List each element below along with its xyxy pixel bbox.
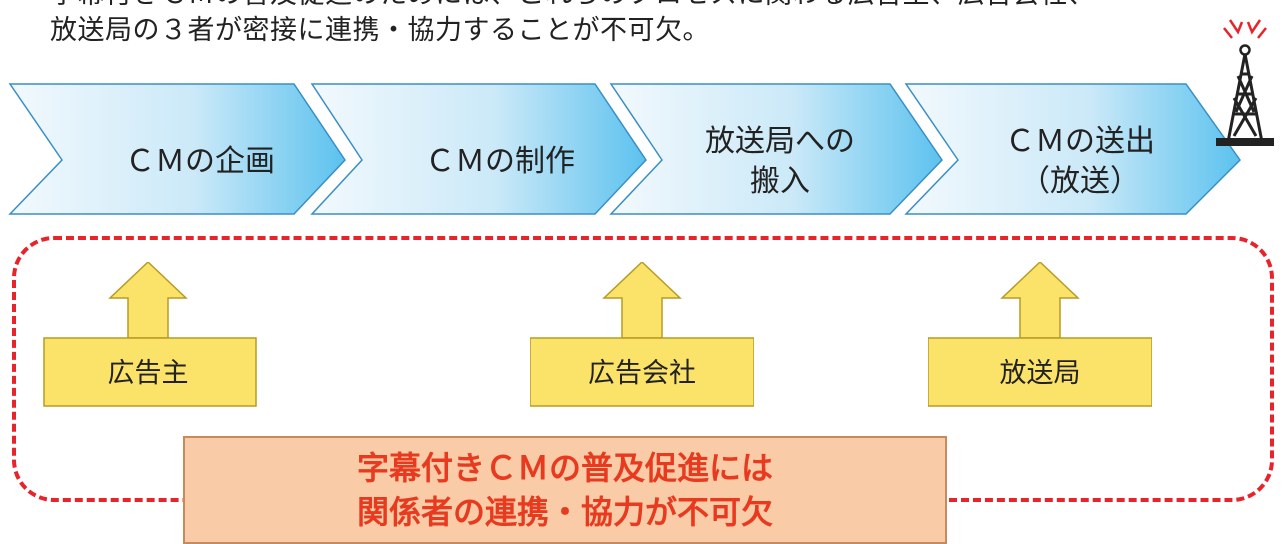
stakeholder-ad-agency: 広告会社 xyxy=(530,262,754,410)
stakeholder-broadcaster: 放送局 xyxy=(928,262,1152,410)
up-arrow-icon xyxy=(43,262,257,407)
conclusion-line-1: 字幕付きＣＭの普及促進には xyxy=(356,449,773,487)
conclusion-line-2: 関係者の連携・協力が不可欠 xyxy=(356,493,773,531)
process-flow xyxy=(8,83,1241,215)
broadcast-tower-icon xyxy=(1216,19,1274,146)
stakeholder-advertiser-label: 広告主 xyxy=(107,357,189,389)
chevron-2 xyxy=(310,83,647,215)
chevron-4 xyxy=(904,83,1241,215)
up-arrow-icon xyxy=(530,262,754,407)
step-2-label: ＣＭの制作 xyxy=(425,144,575,179)
stakeholder-broadcaster-label: 放送局 xyxy=(999,357,1081,389)
chevron-1 xyxy=(8,83,346,215)
up-arrow-icon xyxy=(928,262,1152,407)
conclusion-box: 字幕付きＣＭの普及促進には 関係者の連携・協力が不可欠 xyxy=(183,436,947,544)
intro-line-2: 放送局の３者が密接に連携・協力することが不可欠。 xyxy=(50,15,710,46)
chevron-3 xyxy=(609,83,943,215)
step-4-label: ＣＭの送出 （放送） xyxy=(1005,124,1155,199)
stakeholder-advertiser: 広告主 xyxy=(36,262,260,410)
step-1-label: ＣＭの企画 xyxy=(125,144,275,179)
intro-line-1: 字幕付きＣＭの普及促進のためには、これらのプロセスに関わる広告主、広告会社、 xyxy=(50,0,1095,12)
stakeholder-ad-agency-label: 広告会社 xyxy=(588,357,696,389)
step-3-label: 放送局への 搬入 xyxy=(705,124,855,199)
